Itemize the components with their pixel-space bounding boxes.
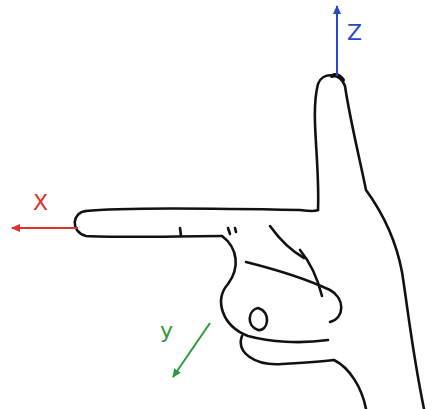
knuckle-mark <box>180 228 181 236</box>
finger-outline <box>86 208 318 211</box>
curled-finger <box>246 262 341 322</box>
thumb-outline <box>315 75 424 409</box>
y-axis-arrow <box>173 323 210 377</box>
z-axis-arrow <box>336 6 338 76</box>
curled-finger <box>221 236 328 342</box>
x-axis-label: X <box>33 192 48 214</box>
x-axis-arrow <box>12 227 78 229</box>
finger-outline <box>75 211 222 237</box>
knuckle-mark <box>228 228 236 234</box>
curled-finger <box>241 336 366 409</box>
y-axis-label: y <box>160 320 173 342</box>
palm-crease <box>270 226 304 258</box>
z-axis-label: Z <box>347 22 362 44</box>
finger-nail <box>250 308 267 330</box>
